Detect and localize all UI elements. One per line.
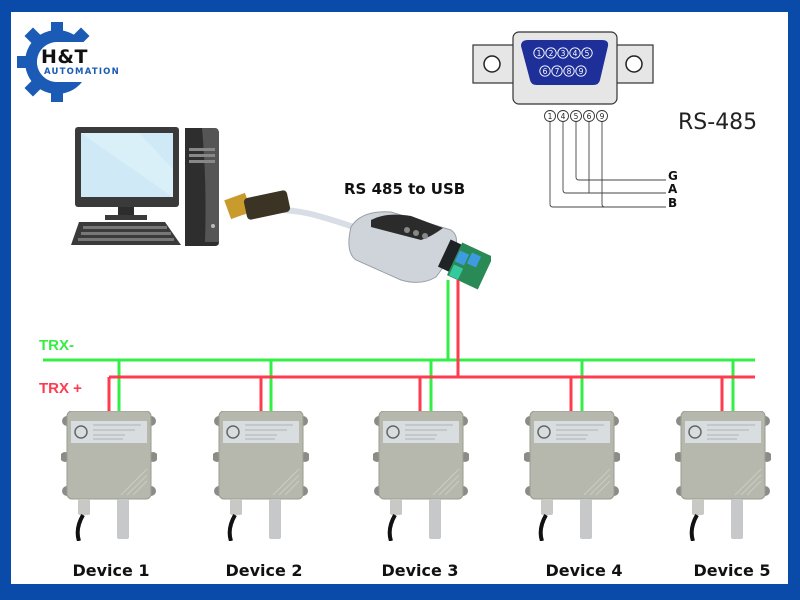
- converter-title: RS 485 to USB: [344, 180, 466, 198]
- sensor-transmitter-icon: [674, 410, 772, 542]
- pin-2: 2: [549, 49, 554, 58]
- pin-4: 4: [573, 49, 578, 58]
- sensor-logo-icon: [74, 425, 88, 439]
- device-3: [372, 410, 470, 546]
- pin-1: 1: [537, 49, 542, 58]
- cable-gland: [692, 499, 704, 515]
- rs485-bus: [43, 280, 755, 411]
- cable-gland: [78, 499, 90, 515]
- db9-screw-hole-left: [483, 55, 501, 73]
- device-1: [60, 410, 158, 546]
- pin-5: 5: [585, 49, 590, 58]
- cable: [75, 514, 85, 542]
- probe: [269, 499, 281, 539]
- wired-pin-markers: [544, 110, 608, 122]
- device-2: [212, 410, 310, 546]
- cable: [689, 514, 699, 542]
- svg-text:1: 1: [548, 112, 553, 121]
- sensor-transmitter-icon: [523, 410, 621, 542]
- sensor-logo-icon: [226, 425, 240, 439]
- pin-3: 3: [561, 49, 566, 58]
- pin-6: 6: [543, 67, 548, 76]
- trx-plus-label: TRX +: [39, 380, 82, 397]
- device-5: [674, 410, 772, 546]
- cable-gland: [230, 499, 242, 515]
- cable: [227, 514, 237, 542]
- pin-7: 7: [555, 67, 560, 76]
- svg-text:9: 9: [600, 112, 605, 121]
- sensor-logo-icon: [537, 425, 551, 439]
- sensor-transmitter-icon: [60, 410, 158, 542]
- probe: [580, 499, 592, 539]
- sensor-transmitter-icon: [212, 410, 310, 542]
- db9-face: [521, 40, 609, 85]
- sensor-transmitter-icon: [372, 410, 470, 542]
- probe: [117, 499, 129, 539]
- device-4: [523, 410, 621, 546]
- cable: [387, 514, 397, 542]
- usb-rs485-converter: [224, 190, 491, 290]
- signal-label-a: A: [668, 182, 678, 196]
- trx-minus-label: TRX-: [39, 337, 74, 354]
- device-label: Device 3: [381, 561, 459, 580]
- cable: [538, 514, 548, 542]
- logo-brand: H&T: [41, 46, 88, 68]
- sensor-logo-icon: [688, 425, 702, 439]
- trx-plus-wires: [107, 280, 755, 411]
- svg-text:6: 6: [587, 112, 592, 121]
- svg-text:4: 4: [561, 112, 566, 121]
- trx-minus-wires: [43, 280, 755, 411]
- cable-gland: [390, 499, 402, 515]
- device-label: Device 4: [545, 561, 623, 580]
- probe: [731, 499, 743, 539]
- gear-icon: [17, 22, 97, 102]
- rs485-title: RS-485: [678, 110, 758, 135]
- computer-icon: [71, 127, 219, 246]
- signal-label-b: B: [668, 196, 678, 210]
- probe: [429, 499, 441, 539]
- logo-subtitle: AUTOMATION: [44, 67, 120, 77]
- pin-wiring: [549, 122, 666, 208]
- pin-8: 8: [567, 67, 572, 76]
- pin-9: 9: [579, 67, 584, 76]
- signal-label-g: G: [668, 169, 678, 183]
- cable-gland: [541, 499, 553, 515]
- svg-text:5: 5: [574, 112, 579, 121]
- db9-pins: [533, 47, 593, 77]
- db9-screw-hole-right: [625, 55, 643, 73]
- device-label: Device 1: [72, 561, 150, 580]
- sensor-logo-icon: [386, 425, 400, 439]
- device-label: Device 5: [693, 561, 771, 580]
- device-label: Device 2: [225, 561, 303, 580]
